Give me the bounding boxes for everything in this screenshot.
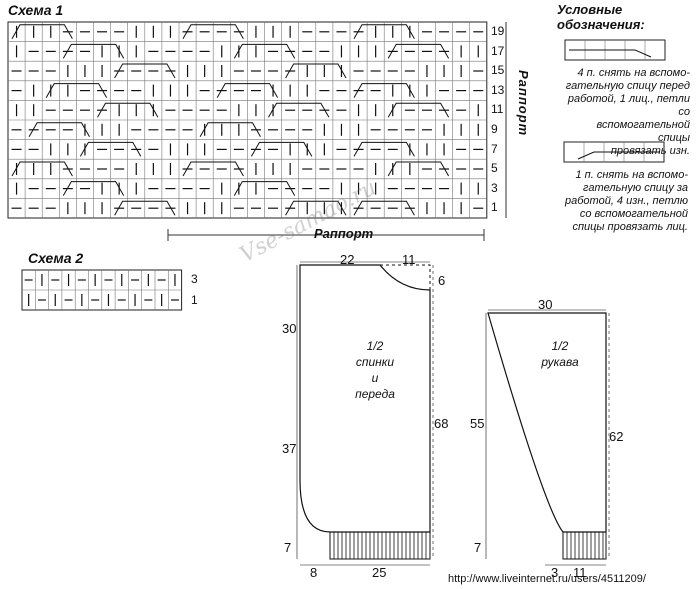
cable-cross-symbol bbox=[233, 181, 296, 196]
legend-symbol-1 bbox=[564, 39, 666, 61]
body-hem-offset: 8 bbox=[310, 565, 318, 580]
scheme2-grid bbox=[21, 269, 183, 311]
scheme1-row-number: 5 bbox=[491, 161, 498, 176]
scheme2-row-1: 1 bbox=[191, 293, 198, 307]
scheme1-row-number: 9 bbox=[491, 122, 498, 136]
scheme1-row-number: 13 bbox=[491, 82, 505, 97]
rapport-vertical-label: Раппорт bbox=[516, 70, 531, 137]
cable-cross-symbol bbox=[233, 43, 296, 59]
legend-title-2: обозначения: bbox=[557, 17, 645, 32]
body-upper-height: 30 bbox=[282, 321, 297, 336]
cable-cross-symbol bbox=[250, 141, 313, 157]
cable-cross-symbol bbox=[62, 181, 125, 196]
sleeve-height: 55 bbox=[470, 416, 485, 431]
legend-symbols bbox=[563, 39, 666, 163]
cable-cross-symbol bbox=[387, 102, 450, 118]
scheme1-row-number: 7 bbox=[491, 141, 498, 156]
cable-cross-symbol bbox=[353, 83, 415, 98]
cable-cross-symbol bbox=[353, 24, 415, 40]
cable-cross-symbol bbox=[11, 24, 73, 40]
scheme1-row-number: 3 bbox=[491, 180, 498, 195]
cable-cross-symbol bbox=[182, 24, 244, 40]
scheme2-title: Схема 2 bbox=[28, 250, 84, 266]
legend-symbol-2 bbox=[563, 141, 665, 163]
legend-item1-text: 4 п. снять на вспомо-гательную спицу пер… bbox=[565, 67, 690, 157]
legend-title-1: Условные bbox=[557, 2, 623, 17]
scheme1-row-number: 17 bbox=[491, 43, 505, 58]
cable-cross-symbol bbox=[114, 63, 176, 79]
sleeve-total-height: 62 bbox=[609, 429, 624, 444]
cable-cross-symbol bbox=[353, 141, 415, 157]
cable-cross-symbol bbox=[182, 161, 244, 177]
sleeve-top-width: 30 bbox=[538, 297, 553, 312]
scheme1-row-number: 19 bbox=[491, 24, 505, 38]
scheme1-row-number: 11 bbox=[491, 102, 504, 117]
body-neck-width: 11 bbox=[402, 252, 416, 267]
body-rib bbox=[329, 531, 431, 560]
sleeve-rib-height: 7 bbox=[474, 540, 482, 555]
cable-cross-symbol bbox=[268, 102, 330, 118]
body-lower-height: 37 bbox=[282, 441, 297, 456]
cable-cross-symbol bbox=[11, 161, 73, 177]
cable-cross-symbol bbox=[45, 83, 108, 98]
scheme1-row-number: 15 bbox=[491, 63, 505, 78]
cable-cross-symbol bbox=[353, 200, 415, 216]
sleeve-cuff-offset: 3 bbox=[551, 565, 559, 580]
cable-cross-symbol bbox=[199, 122, 261, 138]
cable-cross-symbol bbox=[62, 43, 125, 59]
neck-dashed bbox=[380, 264, 431, 290]
cable-cross-symbol bbox=[387, 161, 450, 177]
scheme1-row-number: 1 bbox=[491, 200, 498, 215]
body-rib-height: 7 bbox=[284, 540, 292, 555]
cable-cross-symbol bbox=[97, 102, 159, 118]
rapport-horizontal-label: Раппорт bbox=[314, 226, 374, 241]
sleeve-rib bbox=[562, 531, 607, 560]
cable-cross-symbol bbox=[285, 200, 347, 216]
scheme1-grid bbox=[7, 21, 507, 241]
body-total-height: 68 bbox=[434, 416, 449, 431]
cable-cross-symbol bbox=[216, 83, 279, 98]
cable-cross-symbol bbox=[79, 141, 142, 157]
cable-cross-symbol bbox=[387, 43, 450, 59]
body-top-width: 22 bbox=[340, 252, 355, 267]
body-neck-depth: 6 bbox=[438, 273, 446, 288]
cable-cross-symbol bbox=[114, 200, 176, 216]
source-url[interactable]: http://www.liveinternet.ru/users/4511209… bbox=[448, 573, 646, 585]
scheme1-title: Схема 1 bbox=[8, 2, 64, 18]
garment-patterns bbox=[296, 261, 610, 566]
scheme2-row-3: 3 bbox=[191, 272, 198, 286]
body-bottom-width: 25 bbox=[372, 565, 387, 580]
sleeve-cuff-width: 11 bbox=[573, 565, 587, 580]
cable-cross-symbol bbox=[28, 122, 90, 138]
cable-cross-symbol bbox=[285, 63, 347, 79]
